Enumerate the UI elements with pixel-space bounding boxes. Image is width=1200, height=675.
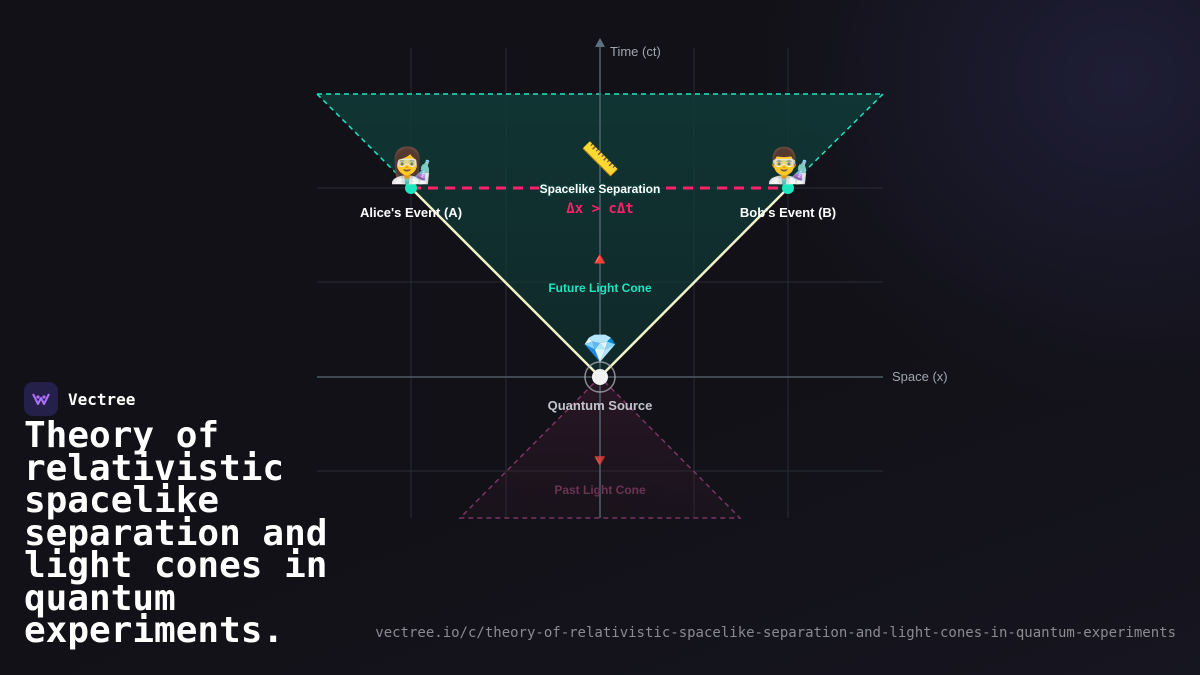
past-cone-marker-icon: 🔻 — [589, 451, 611, 471]
time-axis-label: Time (ct) — [610, 44, 661, 59]
future-cone-right-edge — [787, 93, 884, 189]
brand-name: Vectree — [68, 389, 136, 409]
time-axis-arrow-icon — [595, 38, 605, 47]
source-ring — [584, 361, 616, 393]
light-path-to-alice — [410, 187, 601, 378]
bob-icon: 👨‍🔬 — [767, 146, 809, 185]
separation-formula: Δx > cΔt — [566, 201, 633, 217]
source-icon: 💎 — [583, 333, 618, 364]
light-path-to-bob — [599, 187, 789, 378]
alice-icon: 👩‍🔬 — [390, 146, 432, 185]
bob-event-dot — [782, 182, 794, 194]
future-cone-marker-icon: 🔺 — [589, 249, 611, 269]
alice-event-label: Alice's Event (A) — [360, 205, 462, 220]
future-cone-label: Future Light Cone — [548, 281, 652, 295]
page-title: Theory of relativistic spacelike separat… — [24, 415, 328, 651]
alice-event-dot — [405, 182, 417, 194]
space-axis-label: Space (x) — [892, 369, 948, 384]
spacelike-separation-label: Spacelike Separation — [540, 182, 661, 196]
bob-event-label: Bob's Event (B) — [740, 205, 836, 220]
vectree-logo-icon — [24, 382, 58, 416]
ruler-icon: 📏 — [580, 141, 620, 177]
source-label: Quantum Source — [548, 398, 653, 413]
future-cone-left-edge — [316, 93, 412, 189]
past-cone-label: Past Light Cone — [554, 483, 646, 497]
source-dot — [592, 369, 608, 385]
brand: Vectree — [24, 382, 135, 416]
source-url[interactable]: vectree.io/c/theory-of-relativistic-spac… — [375, 625, 1176, 641]
